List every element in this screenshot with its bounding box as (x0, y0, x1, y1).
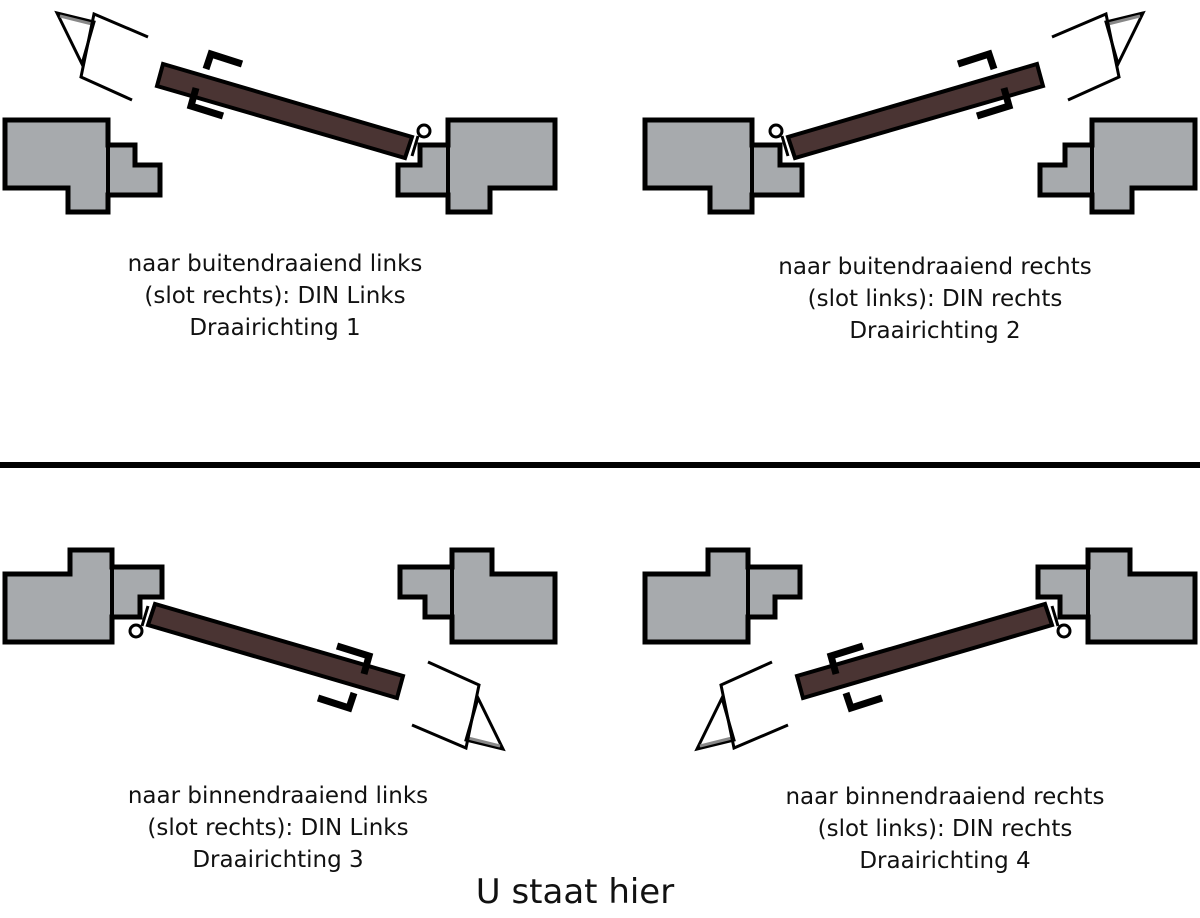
caption-line: (slot rechts): DIN Links (147, 815, 409, 841)
door-diagram-draairichting-2 (645, 13, 1195, 212)
door-diagram-draairichting-4 (645, 550, 1195, 749)
caption-draairichting-3: naar binnendraaiend links (slot rechts):… (28, 780, 528, 876)
caption-line: naar binnendraaiend links (127, 783, 429, 809)
you-are-here-label: U staat hier (475, 872, 675, 912)
caption-line: naar buitendraaiend rechts (778, 254, 1092, 280)
caption-line: Draairichting 2 (849, 318, 1021, 344)
caption-line: (slot links): DIN rechts (807, 286, 1063, 312)
caption-line: naar binnendraaiend rechts (785, 784, 1105, 810)
caption-line: (slot rechts): DIN Links (144, 283, 406, 309)
divider-line (0, 462, 1200, 468)
caption-line: (slot links): DIN rechts (817, 816, 1073, 842)
door-diagram-draairichting-3 (5, 550, 555, 749)
caption-draairichting-4: naar binnendraaiend rechts (slot links):… (695, 781, 1195, 877)
caption-draairichting-2: naar buitendraaiend rechts (slot links):… (685, 251, 1185, 347)
caption-line: Draairichting 3 (192, 847, 364, 873)
caption-line: Draairichting 1 (189, 315, 361, 341)
caption-line: naar buitendraaiend links (127, 251, 423, 277)
door-diagram-draairichting-1 (5, 13, 555, 212)
caption-draairichting-1: naar buitendraaiend links (slot rechts):… (25, 248, 525, 344)
caption-line: Draairichting 4 (859, 848, 1031, 874)
